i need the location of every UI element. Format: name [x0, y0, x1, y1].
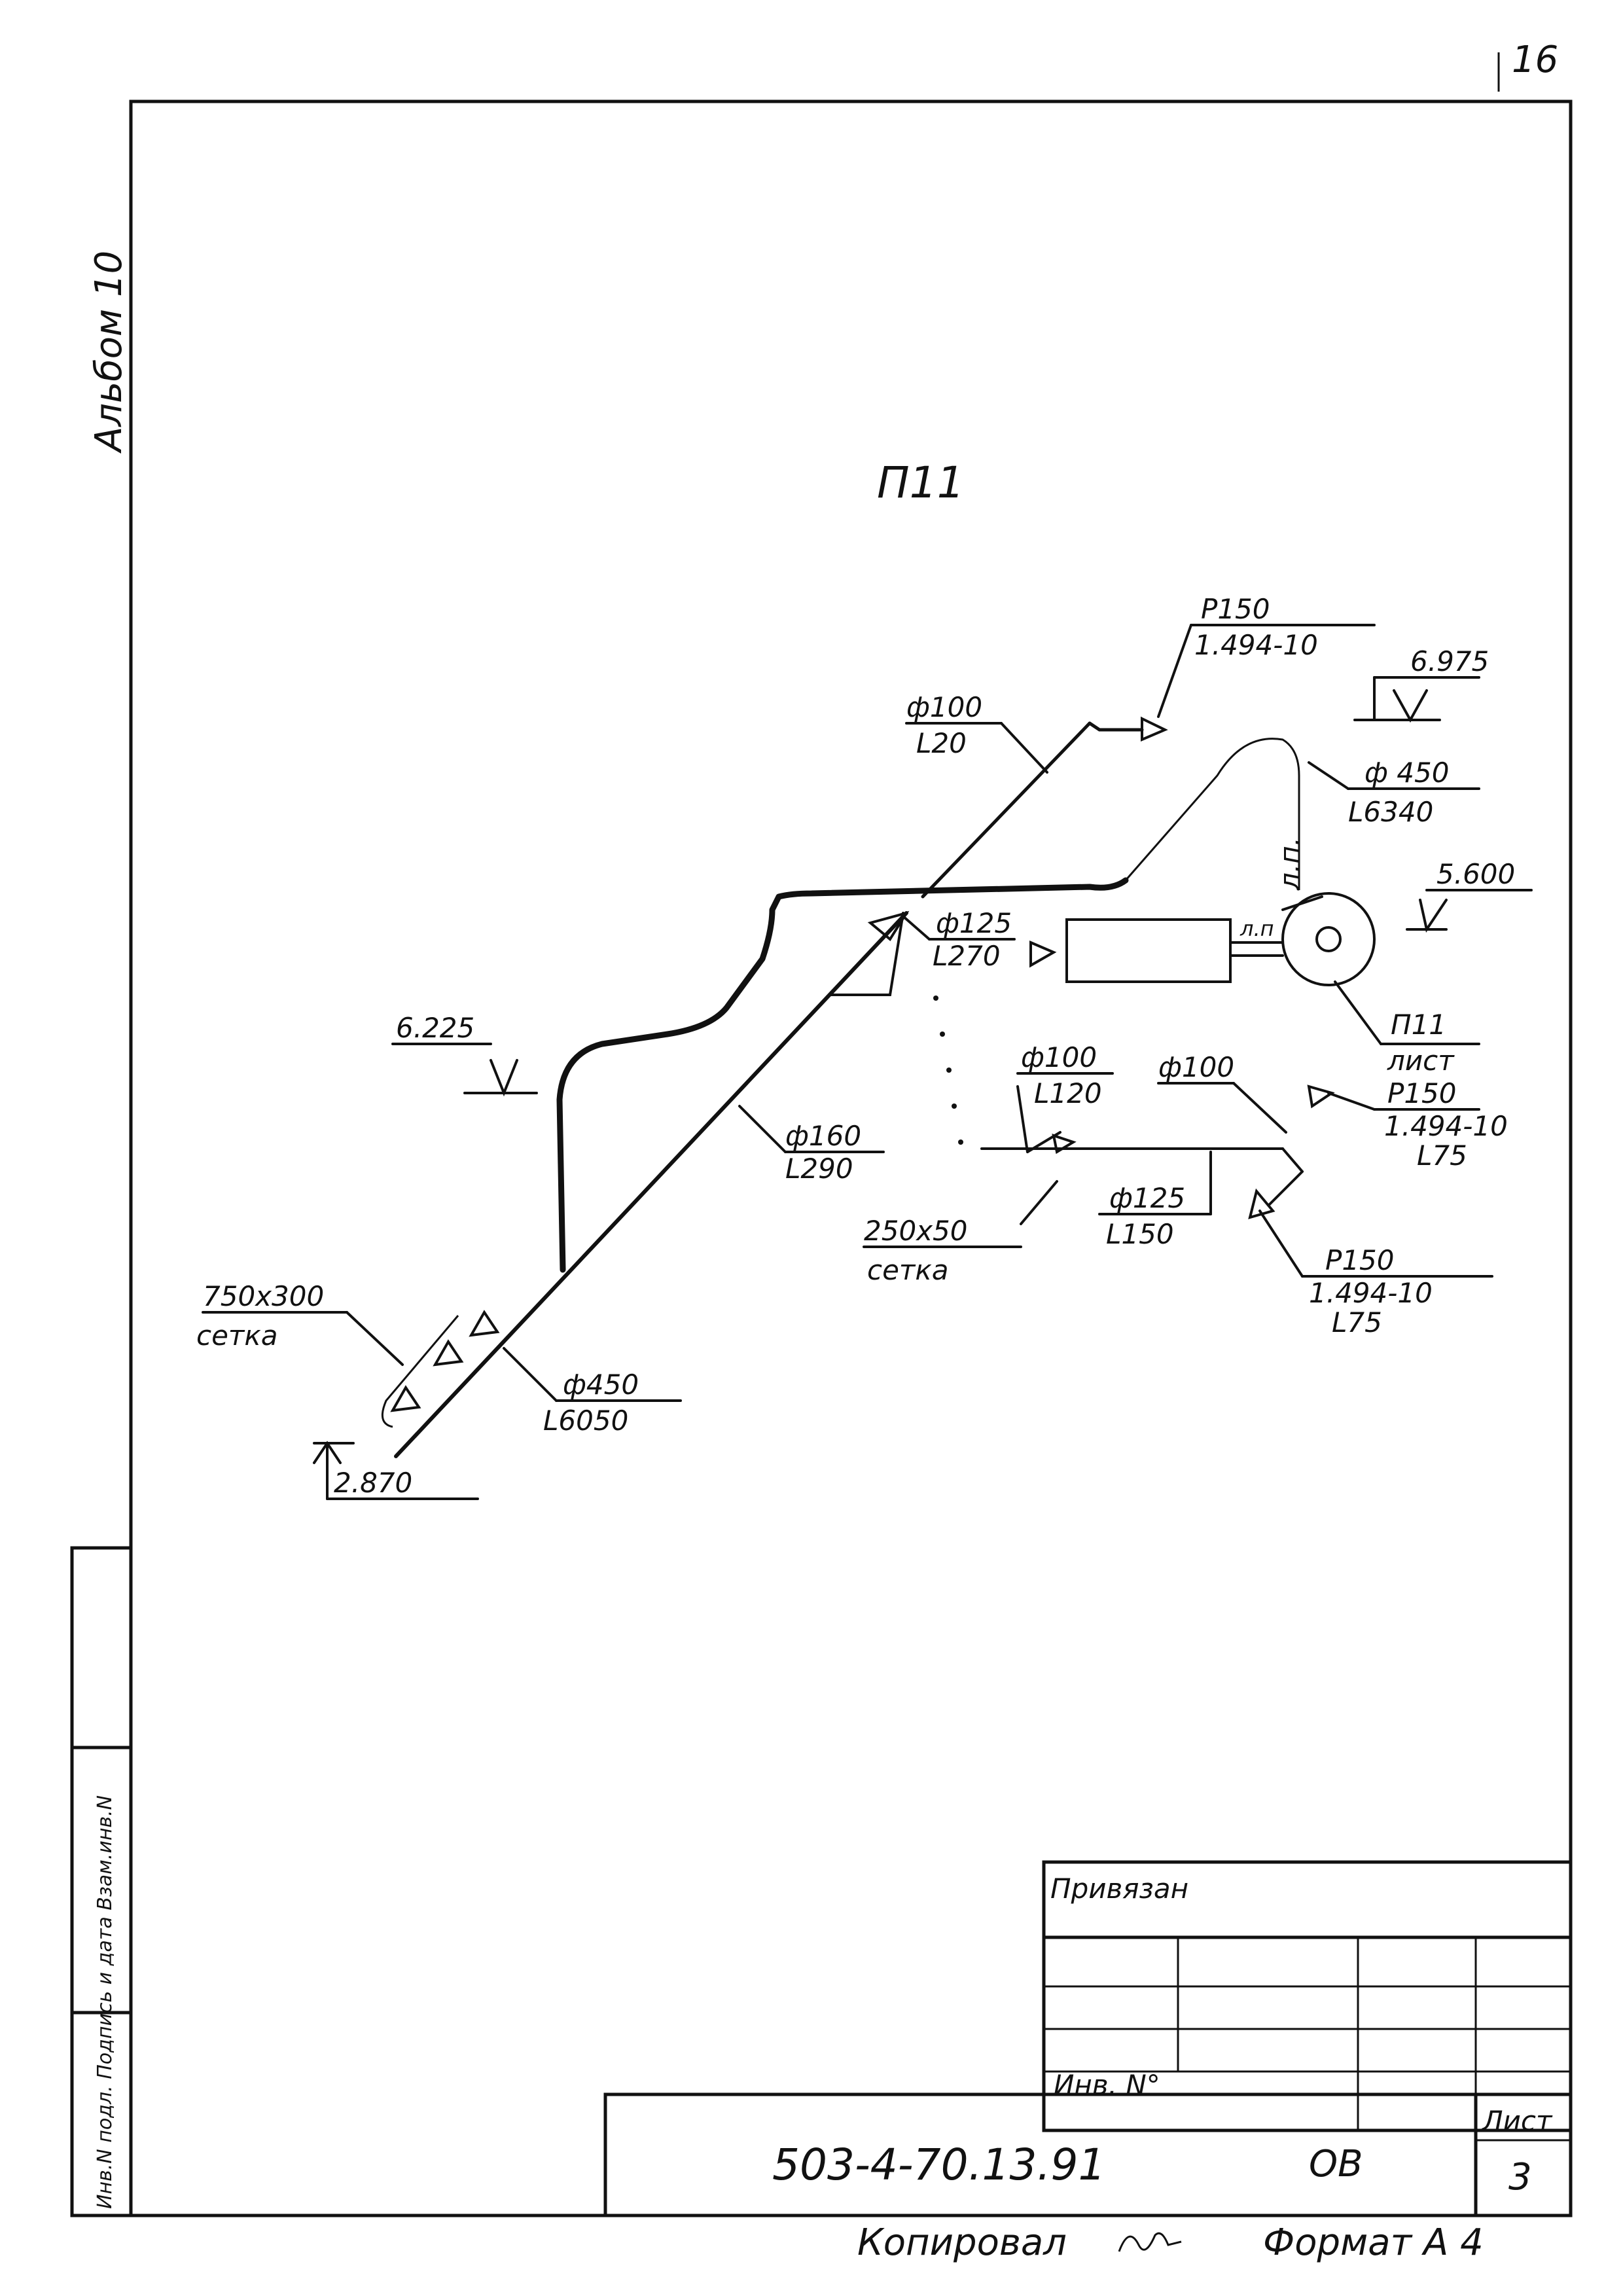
- footer-format: Формат А 4: [1263, 2221, 1484, 2264]
- label-p150-low-c: L75: [1332, 1306, 1382, 1338]
- label-p150-top-b: 1.494-10: [1194, 629, 1318, 661]
- label-d450-top-b: L6340: [1348, 796, 1433, 828]
- leader-lines: [202, 624, 1493, 1500]
- label-p150-low-a: Р150: [1325, 1244, 1395, 1276]
- doc-code: 503-4-70.13.91: [772, 2140, 1106, 2190]
- main-duct: [394, 911, 908, 1458]
- air-terminals: [381, 716, 1335, 1428]
- elevation-2870: 2.870: [334, 1467, 412, 1499]
- label-p150-right-b: 1.494-10: [1384, 1110, 1508, 1142]
- label-d450-low-b: L6050: [543, 1405, 628, 1437]
- label-d450-top-a: ф 450: [1364, 757, 1449, 789]
- label-d100-top-a: ф100: [906, 691, 982, 723]
- label-p150-right-c: L75: [1417, 1139, 1467, 1172]
- ductwork: [394, 721, 1304, 1458]
- label-d100-top-b: L20: [916, 727, 967, 759]
- elevation-6975: 6.975: [1410, 645, 1489, 677]
- doc-mark: ОВ: [1309, 2143, 1363, 2185]
- label-grille-big-a: 750x300: [203, 1280, 324, 1312]
- album-label: Альбом 10: [88, 251, 130, 454]
- elevation-markers: [313, 676, 1533, 1500]
- upper-duct: [921, 721, 1092, 899]
- label-unit-b: лист: [1387, 1045, 1455, 1077]
- side-stamp: Инв.N подл. Подпись и дата Взам.инв.N: [70, 1546, 133, 2217]
- fan-tag-b: л.п: [1240, 916, 1274, 941]
- label-p150-right-a: Р150: [1387, 1077, 1457, 1109]
- drawing-title: П11: [877, 457, 965, 508]
- footer-copied: Копировал: [857, 2221, 1067, 2264]
- title-linked: Привязан: [1050, 1873, 1188, 1905]
- air-handling-unit: [1065, 892, 1480, 1045]
- sheet-number: 3: [1508, 2156, 1532, 2198]
- label-p150-low-b: 1.494-10: [1309, 1277, 1433, 1309]
- label-grille-small-b: сетка: [867, 1254, 949, 1286]
- dotted-leader: [933, 996, 963, 1145]
- label-d125-low-b: L150: [1106, 1218, 1174, 1250]
- side-stamp-text: Инв.N подл. Подпись и дата Взам.инв.N: [94, 1795, 116, 2209]
- sheet-corner-number: 16: [1512, 39, 1558, 81]
- sheet-label: Лист: [1481, 2105, 1553, 2137]
- label-grille-small-a: 250x50: [864, 1215, 967, 1247]
- label-unit-a: П11: [1391, 1009, 1446, 1041]
- supply-duct-route: [556, 877, 1129, 1273]
- label-d125-mid-b: L270: [933, 940, 1001, 972]
- title-inv-no: Инв. N°: [1054, 2069, 1160, 2101]
- label-d160-a: ф160: [785, 1120, 861, 1152]
- label-d100-right: ф100: [1158, 1051, 1234, 1083]
- label-d100-mid-b: L120: [1034, 1077, 1102, 1109]
- elevation-6225: 6.225: [396, 1012, 474, 1044]
- label-p150-top-a: Р150: [1201, 593, 1270, 625]
- elevation-5600: 5.600: [1436, 858, 1515, 890]
- label-d160-b: L290: [785, 1153, 853, 1185]
- copier-signature: [1118, 2232, 1182, 2252]
- fan: [1281, 892, 1376, 986]
- label-d125-low-a: ф125: [1109, 1182, 1185, 1214]
- label-d100-mid-a: ф100: [1021, 1041, 1097, 1073]
- fan-tag-a: л.п.: [1274, 837, 1306, 891]
- title-block: Привязан Инв. N° 503-4-70.13.91 ОВ Лист …: [603, 1860, 1573, 2217]
- label-d125-mid-a: ф125: [936, 907, 1012, 939]
- label-d450-low-a: ф450: [563, 1369, 639, 1401]
- label-grille-big-b: сетка: [196, 1319, 278, 1352]
